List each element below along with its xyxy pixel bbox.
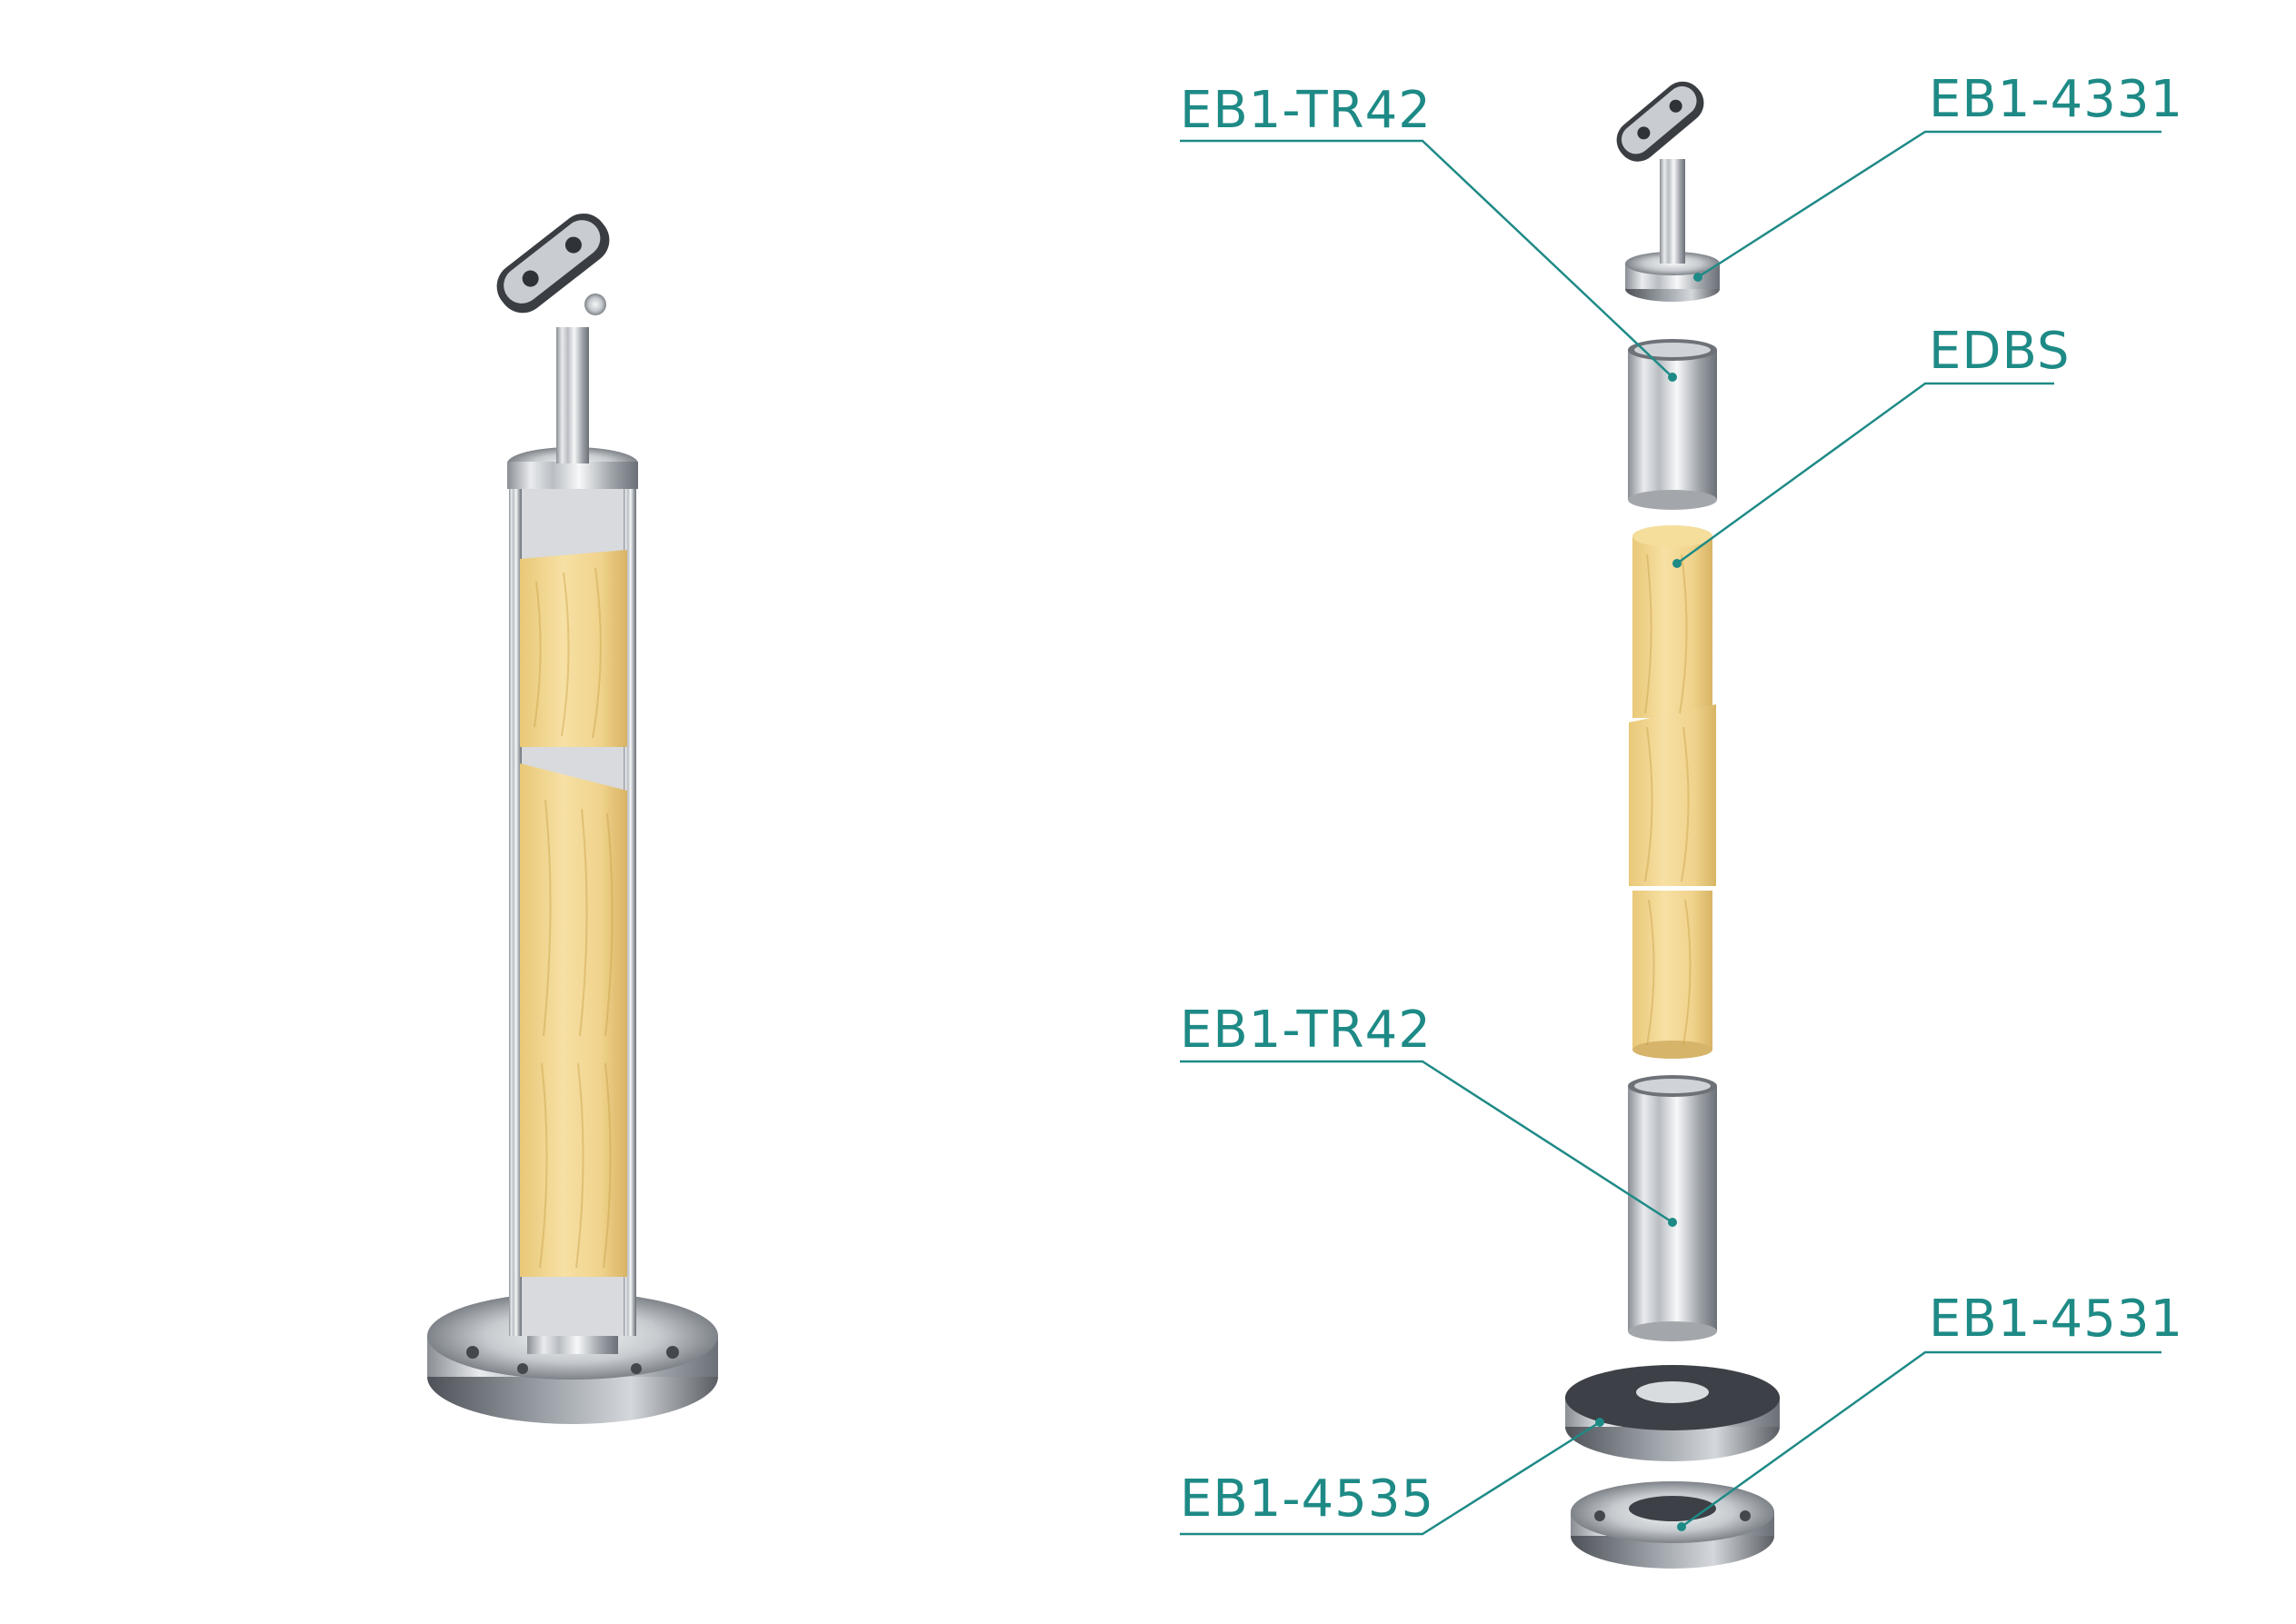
wood-segment-lower [520, 1045, 627, 1277]
assembled-post [427, 213, 718, 1424]
callout-head: EB1-4331 [1693, 70, 2183, 282]
label-top-tube: EB1-TR42 [1180, 81, 1432, 140]
screw-hole [666, 1346, 679, 1359]
screw-hole [631, 1363, 642, 1374]
label-bottom-tube: EB1-TR42 [1180, 1001, 1432, 1060]
part-base-plate [1571, 1481, 1774, 1569]
label-head: EB1-4331 [1929, 70, 2183, 129]
screw-hole [466, 1346, 479, 1359]
screw-hole [517, 1363, 528, 1374]
assembled-top-cap-rim [507, 462, 638, 489]
assembled-wood-core [520, 550, 627, 1277]
assembled-head-saddle [496, 213, 610, 314]
assembled-tube-left-wall [509, 473, 522, 1336]
wood-grain [534, 567, 614, 1269]
callout-base-plate: EB1-4531 [1677, 1290, 2183, 1531]
callout-wood-core: EDBS [1672, 322, 2070, 568]
part-cover [1565, 1365, 1780, 1461]
assembled-head-stem [556, 327, 589, 463]
callout-top-tube: EB1-TR42 [1180, 81, 1677, 382]
part-top-tube [1628, 339, 1717, 510]
wood-segment-upper [520, 550, 627, 747]
label-base-plate: EB1-4531 [1929, 1290, 2183, 1349]
part-head [1616, 81, 1720, 302]
label-cover: EB1-4535 [1180, 1470, 1434, 1529]
callout-cover: EB1-4535 [1180, 1418, 1604, 1536]
callout-bottom-tube: EB1-TR42 [1180, 1001, 1677, 1227]
head-pivot-bolt [584, 294, 606, 315]
wood-segment-middle [520, 763, 627, 1045]
part-wood-core [1629, 525, 1716, 1059]
part-bottom-tube [1628, 1075, 1717, 1341]
label-wood-core: EDBS [1929, 322, 2070, 381]
